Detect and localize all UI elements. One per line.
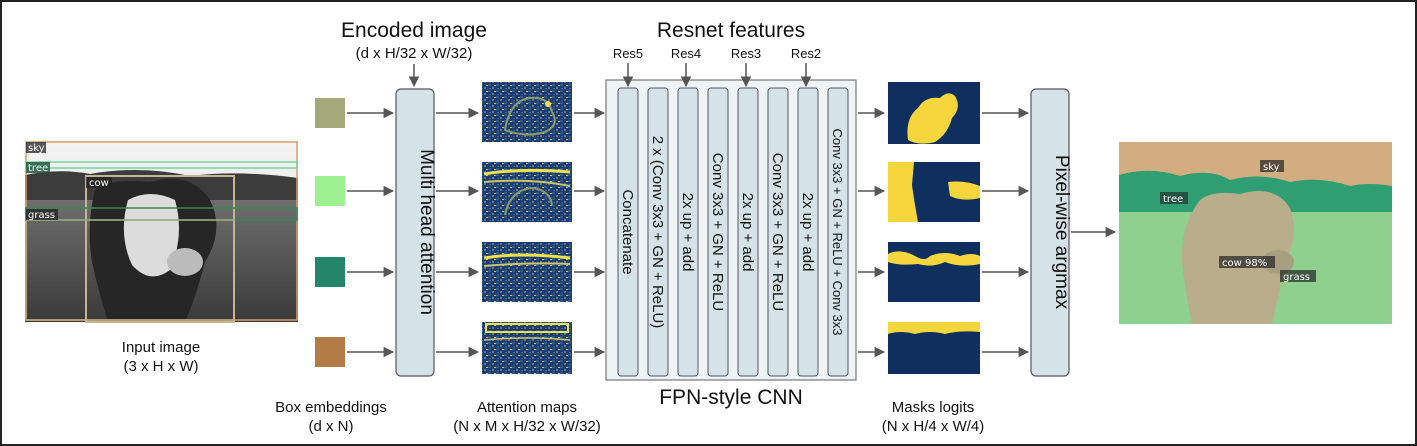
input-tag-tree: tree	[28, 163, 48, 174]
resnet-features-title: Resnet features	[657, 19, 805, 42]
box-embedding-1	[315, 98, 345, 128]
resnet-level-res5: Res5	[613, 46, 643, 61]
masks-logits-title: Masks logits	[892, 399, 975, 416]
input-image-title: Input image	[122, 339, 200, 356]
resnet-arrows	[622, 63, 812, 88]
fpn-layer-label: Concatenate	[619, 189, 636, 274]
mask-logit-1	[888, 82, 980, 144]
fpn-layers: Concatenate 2 x (Conv 3x3 + GN + ReLU) 2x …	[617, 87, 849, 377]
fpn-layer-label: 2x up + add	[799, 193, 816, 272]
mask-logit-2	[888, 162, 980, 222]
input-tag-sky: sky	[28, 143, 45, 154]
encoded-image-shape: (d x H/32 x W/32)	[356, 45, 473, 62]
output-tag-grass: grass	[1283, 272, 1310, 283]
fpn-layer-label: Conv 3x3 + GN + ReLU	[709, 153, 726, 311]
attention-map-1	[482, 82, 572, 142]
attention-map-4	[482, 322, 572, 374]
box-embeddings-title: Box embeddings	[275, 399, 387, 416]
box-embeddings-shape: (d x N)	[309, 418, 354, 435]
masks-to-argmax-arrows	[982, 107, 1030, 358]
encoded-image-title: Encoded image	[341, 19, 487, 42]
fpn-layer-column	[767, 87, 789, 377]
fpn-layer-column	[617, 87, 639, 377]
box-embedding-4	[315, 337, 345, 367]
fpn-layer-label: Conv 3x3 + GN + ReLU	[769, 153, 786, 311]
fpn-layer-column	[707, 87, 729, 377]
mask-logit-4	[888, 322, 980, 374]
multi-head-attention-label: Multi head attention	[416, 149, 437, 315]
pixel-wise-argmax-block	[1030, 88, 1070, 377]
mask-logit-3	[888, 242, 980, 302]
attention-maps-shape: (N x M x H/32 x W/32)	[453, 418, 601, 435]
mha-out-arrows	[436, 107, 480, 358]
input-tag-grass: grass	[28, 210, 55, 221]
masks-logits-shape: (N x H/4 x W/4)	[882, 418, 985, 435]
output-tag-sky: sky	[1263, 162, 1280, 173]
resnet-level-res2: Res2	[791, 46, 821, 61]
fpn-layer-label: Conv 3x3 + GN + ReLU + Conv 3x3	[830, 128, 845, 335]
resnet-level-res4: Res4	[671, 46, 701, 61]
multi-head-attention-block	[395, 88, 435, 377]
attention-maps-title: Attention maps	[477, 399, 577, 416]
attention-map-2	[482, 162, 572, 222]
input-image: sky tree cow grass	[25, 140, 298, 323]
fpn-layer-label: 2 x (Conv 3x3 + GN + ReLU)	[649, 136, 666, 329]
box-embedding-2	[315, 176, 345, 206]
fpn-layer-column	[647, 87, 669, 377]
output-tag-tree: tree	[1163, 194, 1183, 205]
pixel-wise-argmax-label: Pixel-wise argmax	[1051, 155, 1072, 310]
output-segmentation	[1119, 142, 1392, 324]
fpn-cnn-title: FPN-style CNN	[659, 386, 803, 409]
fpn-out-arrows	[858, 107, 886, 358]
box-embedding-3	[315, 257, 345, 287]
fpn-layer-label: 2x up + add	[679, 193, 696, 272]
fpn-layer-column	[737, 87, 759, 377]
resnet-level-res3: Res3	[731, 46, 761, 61]
output-tag-cow: cow 98%	[1222, 258, 1267, 269]
maps-to-fpn-arrows	[574, 107, 606, 358]
fpn-layer-label: 2x up + add	[739, 193, 756, 272]
input-image-shape: (3 x H x W)	[124, 358, 199, 375]
fpn-layer-column	[827, 87, 849, 377]
fpn-layer-column	[677, 87, 699, 377]
embedding-arrows	[347, 107, 395, 358]
input-tag-cow: cow	[89, 178, 109, 189]
fpn-layer-column	[797, 87, 819, 377]
attention-map-3	[482, 242, 572, 302]
